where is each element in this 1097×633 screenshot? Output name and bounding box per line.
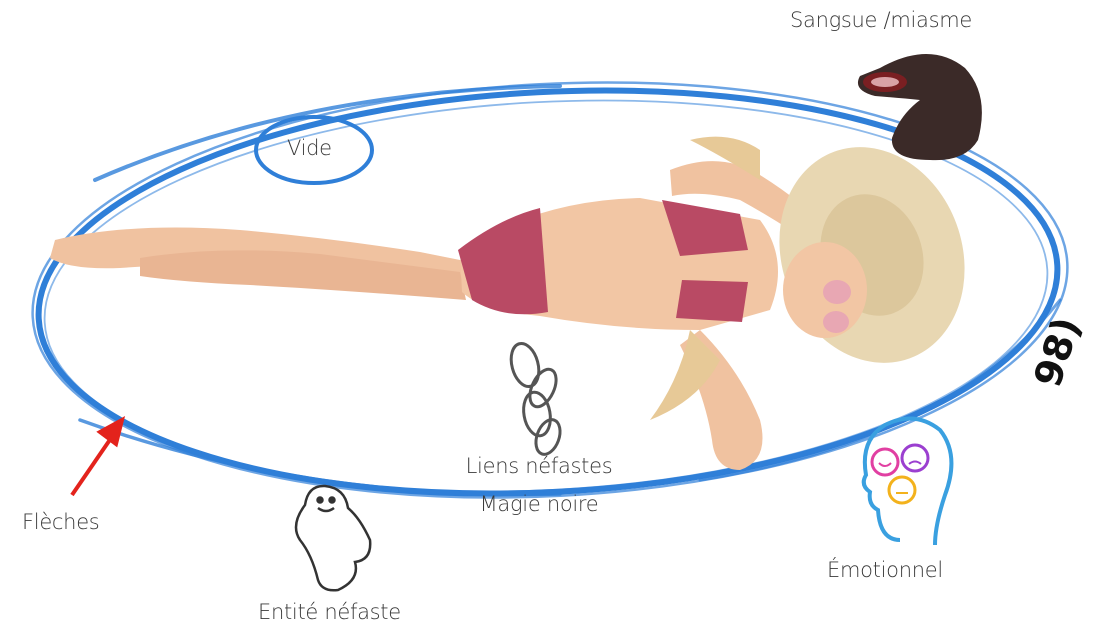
leech-label: Sangsue /miasme [790, 8, 972, 32]
void-label: Vide [287, 136, 332, 160]
entity-label: Entité néfaste [258, 600, 401, 624]
ties-label-line1: Liens néfastes [447, 454, 631, 478]
ghost-icon [296, 486, 370, 590]
arrows-label: Flèches [22, 510, 99, 534]
emotional-label: Émotionnel [827, 558, 943, 582]
head-emotions-icon [864, 419, 952, 545]
red-arrow-icon [72, 420, 122, 495]
ties-label-line2: Magie noire [447, 492, 631, 516]
woman-figure [50, 121, 994, 470]
chain-icon [507, 340, 565, 457]
leech-icon [858, 54, 982, 160]
